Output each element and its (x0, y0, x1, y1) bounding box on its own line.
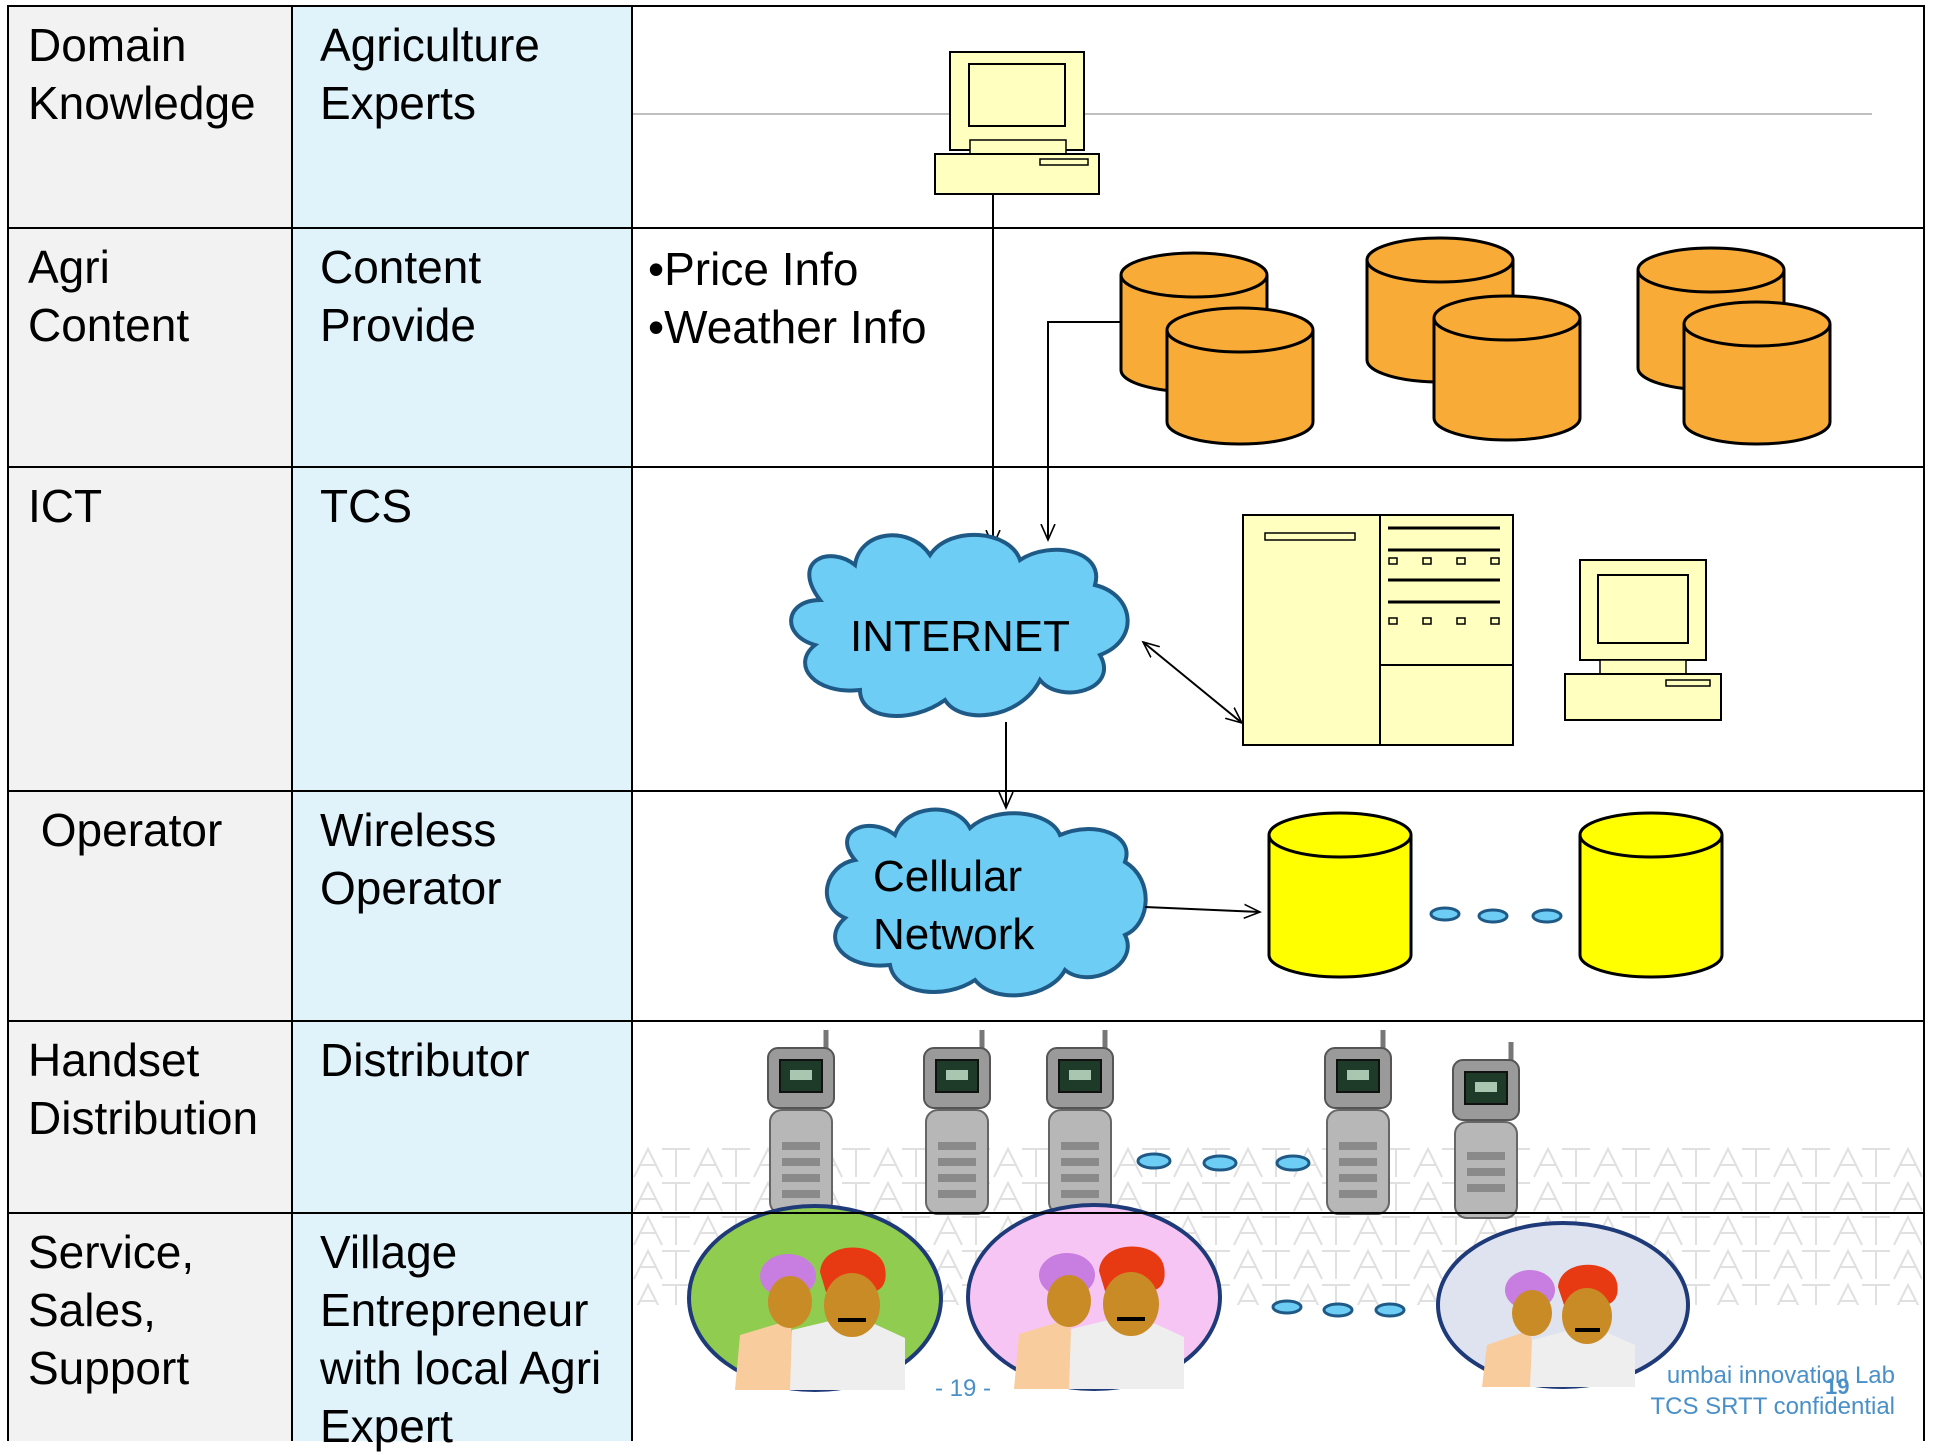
table-row-agri-content: Agri Content Content Provide (8, 228, 1924, 467)
actor-cell: Village Entrepreneur with local Agri Exp… (292, 1213, 632, 1452)
content-to-internet-arrow (1048, 321, 1121, 540)
actor-label: Village Entrepreneur with local Agri Exp… (320, 1226, 602, 1452)
role-cell: Agri Content (8, 228, 292, 467)
footer-page-label: - 19 - (935, 1375, 992, 1402)
actor-cell: Content Provide (292, 228, 632, 467)
role-label: Handset Distribution (28, 1034, 259, 1144)
table-row-operator: Operator Wireless Operator (8, 791, 1924, 1021)
ict-computer-icon (1564, 559, 1722, 721)
handset-icon (1046, 1030, 1114, 1215)
actor-cell: Wireless Operator (292, 791, 632, 1021)
footer-page-number: 19 (1825, 1374, 1850, 1399)
actor-label: Agriculture Experts (320, 19, 540, 129)
role-cell: Service, Sales, Support (8, 1213, 292, 1441)
role-cell: Operator (8, 791, 292, 1021)
handset-icon (767, 1030, 835, 1215)
role-label: ICT (28, 480, 103, 532)
role-label: Domain Knowledge (28, 19, 256, 129)
role-cell: Handset Distribution (8, 1021, 292, 1213)
handset-icon (923, 1030, 991, 1215)
table-row-service-sales-support: Service, Sales, Support Village Entrepre… (8, 1213, 1924, 1452)
ellipsis-dots-icon (1429, 906, 1563, 924)
expert-computer-icon (934, 51, 1100, 195)
server-icon (1242, 514, 1514, 746)
cellular-to-database-arrow (1144, 907, 1260, 912)
actor-cell: Agriculture Experts (292, 6, 632, 228)
ellipsis-dots-icon (1136, 1152, 1311, 1172)
content-database-icon (1432, 294, 1582, 442)
role-label: Operator (28, 804, 223, 856)
village-entrepreneur-icon (1436, 1221, 1690, 1389)
weather-info-item: •Weather Info (648, 301, 927, 353)
actor-cell: Distributor (292, 1021, 632, 1213)
footer-confidential-label: TCS SRTT confidential (1650, 1393, 1895, 1420)
operator-database-icon (1267, 811, 1413, 979)
table-grid-lines (7, 5, 1925, 1441)
ellipsis-dots-icon (1271, 1299, 1406, 1318)
content-database-icon (1165, 306, 1315, 446)
handset-icon (1452, 1042, 1520, 1219)
village-entrepreneur-icon (966, 1203, 1222, 1391)
role-cell: ICT (8, 467, 292, 791)
cellular-network-label: Cellular Network (873, 852, 1035, 959)
operator-database-icon (1578, 811, 1724, 979)
role-label: Service, Sales, Support (28, 1226, 195, 1394)
actor-cell: TCS (292, 467, 632, 791)
table-row-domain-knowledge: Domain Knowledge Agriculture Experts (8, 6, 1924, 228)
actor-label: Distributor (320, 1034, 530, 1086)
content-database-icon (1682, 300, 1832, 446)
internet-cloud-icon (789, 533, 1130, 718)
footer-lab-label: umbai innovation Lab (1666, 1362, 1895, 1389)
cellular-cloud-icon (825, 807, 1148, 998)
role-cell: Domain Knowledge (8, 6, 292, 228)
actor-label: Wireless Operator (320, 804, 502, 914)
village-entrepreneur-icon (687, 1204, 943, 1392)
internet-server-arrow (1143, 642, 1242, 723)
internet-label: INTERNET (850, 612, 1070, 661)
price-info-item: •Price Info (648, 243, 859, 295)
handset-icon (1324, 1030, 1392, 1215)
actor-label: Content Provide (320, 241, 482, 351)
role-label: Agri Content (28, 241, 190, 351)
actor-label: TCS (320, 480, 412, 532)
table-row-ict: ICT TCS (8, 467, 1924, 791)
role-table: Domain Knowledge Agriculture Experts Agr… (8, 6, 1924, 1452)
table-row-handset-distribution: Handset Distribution Distributor (8, 1021, 1924, 1213)
